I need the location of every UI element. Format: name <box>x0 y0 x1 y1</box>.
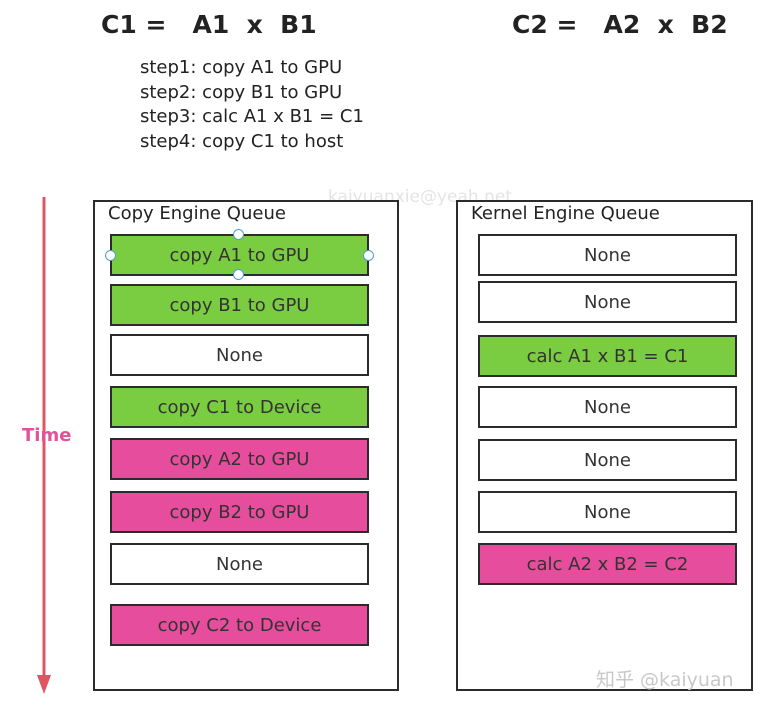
step-item: step2: copy B1 to GPU <box>140 81 343 103</box>
copy-task[interactable]: copy A2 to GPU <box>110 438 369 480</box>
step-item: step4: copy C1 to host <box>140 130 344 152</box>
kernel-task[interactable]: None <box>478 491 737 533</box>
step-item: step3: calc A1 x B1 = C1 <box>140 106 364 127</box>
time-label: Time <box>22 425 72 446</box>
copy-task[interactable]: None <box>110 543 369 585</box>
selection-handle-top[interactable] <box>233 229 244 240</box>
kernel-task[interactable]: None <box>478 439 737 481</box>
copy-task[interactable]: copy B2 to GPU <box>110 491 369 533</box>
zhihu-watermark-logo: 知乎 @kaiyuan <box>596 669 734 691</box>
copy-queue-title: Copy Engine Queue <box>108 203 286 224</box>
kernel-task[interactable]: calc A1 x B1 = C1 <box>478 335 737 377</box>
copy-task[interactable]: copy C1 to Device <box>110 386 369 428</box>
heading-c1-equation: C1 = A1 x B1 <box>101 10 317 39</box>
selection-handle-left[interactable] <box>105 250 116 261</box>
kernel-task[interactable]: calc A2 x B2 = C2 <box>478 543 737 585</box>
selection-handle-bottom[interactable] <box>233 269 244 280</box>
copy-task[interactable]: None <box>110 334 369 376</box>
time-arrow-head <box>37 675 51 694</box>
step-list: step1: copy A1 to GPU step2: copy B1 to … <box>140 56 364 154</box>
time-arrow <box>37 197 51 694</box>
kernel-task[interactable]: None <box>478 234 737 276</box>
kernel-task[interactable]: None <box>478 281 737 323</box>
kernel-queue-title: Kernel Engine Queue <box>471 203 660 224</box>
step-item: step1: copy A1 to GPU <box>140 57 343 78</box>
kernel-task[interactable]: None <box>478 386 737 428</box>
copy-task[interactable]: copy C2 to Device <box>110 604 369 646</box>
copy-task[interactable]: copy B1 to GPU <box>110 284 369 326</box>
selection-handle-right[interactable] <box>363 250 374 261</box>
heading-c2-equation: C2 = A2 x B2 <box>512 10 728 39</box>
